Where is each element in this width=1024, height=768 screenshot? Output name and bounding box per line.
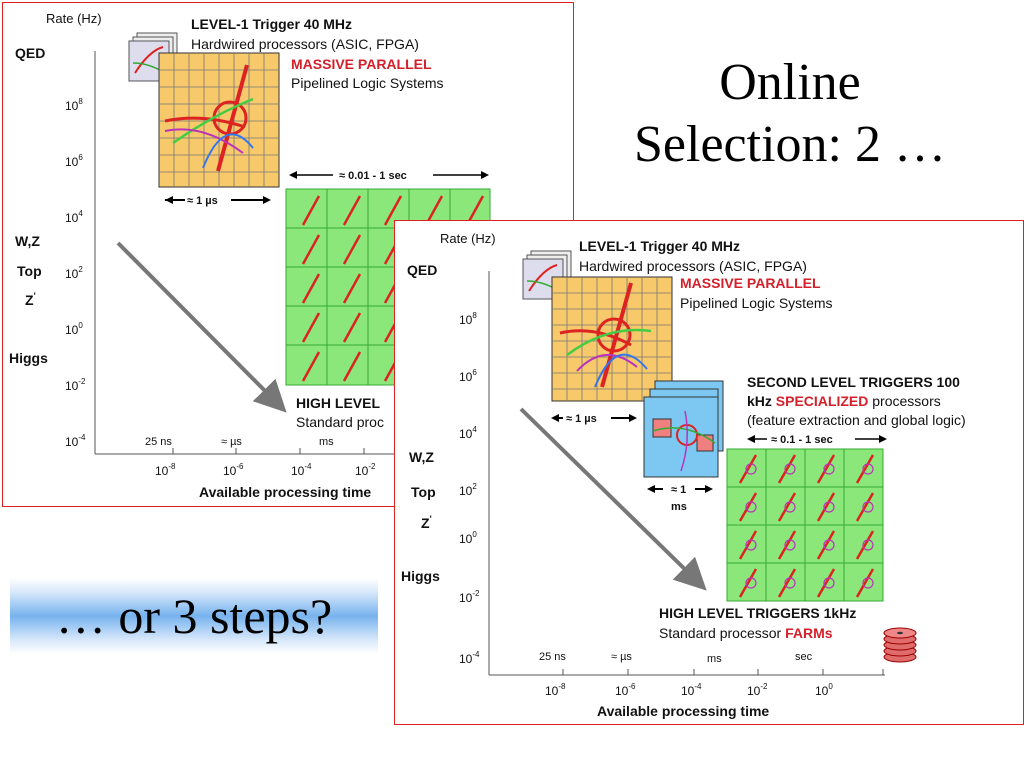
y-tick-label: 108	[65, 97, 83, 113]
slide-title: Online Selection: 2 …	[590, 52, 990, 176]
x-tick-label: 10-4	[291, 462, 312, 478]
x-tick-labels: 10-8 10-6 10-4 10-2 100	[545, 682, 833, 698]
level1-processor-grid	[158, 52, 280, 188]
label-zprime: Z'	[25, 291, 36, 308]
x-tick-label: 10-6	[615, 682, 636, 698]
x-tick-label: 10-2	[355, 462, 376, 478]
svg-text:25 ns: 25 ns	[539, 651, 566, 663]
label-higgs: Higgs	[401, 568, 440, 584]
y-tick-label: 102	[459, 482, 477, 498]
x-axis-label: Available processing time	[597, 703, 769, 719]
y-tick-label: 10-2	[65, 377, 86, 393]
three-step-diagram-svg: Rate (Hz) 108 106 104 102 100 10-2 10-4 …	[401, 231, 966, 719]
level2-description: SECOND LEVEL TRIGGERS 100 kHz SPECIALIZE…	[747, 374, 966, 428]
x-axis-label: Available processing time	[199, 484, 371, 500]
y-tick-label: 10-2	[459, 589, 480, 605]
y-tick-label: 104	[65, 209, 83, 225]
hlt-description: HIGH LEVEL Standard proc	[296, 395, 384, 430]
svg-text:ms: ms	[671, 501, 687, 513]
x-tick-label: 10-8	[155, 462, 176, 478]
svg-text:Pipelined Logic Systems: Pipelined Logic Systems	[680, 295, 833, 311]
x-tick-marks	[172, 448, 365, 454]
y-axis-label: Rate (Hz)	[46, 11, 102, 26]
slide-title-line2: Selection: 2 …	[634, 116, 946, 173]
rate-reduction-arrow	[116, 241, 287, 413]
svg-text:HIGH LEVEL: HIGH LEVEL	[296, 395, 380, 411]
label-higgs: Higgs	[9, 350, 48, 366]
svg-text:Hardwired processors (ASIC, F: Hardwired processors (ASIC, FPGA)	[579, 258, 807, 274]
svg-text:Hardwired processors (ASIC, F: Hardwired processors (ASIC, FPGA)	[191, 36, 419, 52]
svg-text:≈ µs: ≈ µs	[611, 651, 632, 663]
x-tick-label: 10-8	[545, 682, 566, 698]
level2-processor-stack	[643, 380, 724, 478]
svg-text:HIGH LEVEL TRIGGERS 1kHz: HIGH LEVEL TRIGGERS 1kHz	[659, 605, 856, 621]
svg-text:Standard processor FARMs: Standard processor FARMs	[659, 625, 833, 641]
svg-text:≈ µs: ≈ µs	[221, 436, 242, 448]
label-wz: W,Z	[15, 233, 40, 249]
three-step-trigger-diagram: Rate (Hz) 108 106 104 102 100 10-2 10-4 …	[394, 220, 1024, 725]
level1-processor-grid	[551, 276, 673, 402]
x-tick-label: 10-4	[681, 682, 702, 698]
physics-process-labels: QED W,Z Top Z' Higgs	[9, 45, 48, 366]
time-scale-labels: 25 ns ≈ µs ms	[145, 436, 334, 448]
svg-text:ms: ms	[319, 436, 334, 448]
three-steps-question-banner: … or 3 steps?	[10, 578, 378, 654]
y-tick-label: 100	[65, 321, 83, 337]
svg-text:≈ 0.1 - 1 sec: ≈ 0.1 - 1 sec	[771, 434, 833, 446]
slide-title-line1: Online	[719, 54, 861, 111]
y-axis-label: Rate (Hz)	[440, 231, 496, 246]
y-tick-label: 10-4	[459, 650, 480, 666]
svg-text:(feature extraction and global: (feature extraction and global logic)	[747, 412, 966, 428]
level1-description: LEVEL-1 Trigger 40 MHz Hardwired process…	[191, 16, 444, 91]
svg-text:kHz SPECIALIZED processors: kHz SPECIALIZED processors	[747, 393, 941, 409]
x-tick-label: 10-2	[747, 682, 768, 698]
x-tick-label: 100	[815, 682, 833, 698]
svg-text:MASSIVE PARALLEL: MASSIVE PARALLEL	[291, 56, 432, 72]
y-tick-label: 102	[65, 265, 83, 281]
rate-reduction-arrow	[519, 407, 707, 591]
svg-text:≈ 1 µs: ≈ 1 µs	[187, 195, 218, 207]
label-zprime: Z'	[421, 514, 432, 531]
svg-text:sec: sec	[795, 651, 813, 663]
svg-text:≈ 0.01 - 1 sec: ≈ 0.01 - 1 sec	[339, 170, 407, 182]
y-tick-label: 100	[459, 530, 477, 546]
x-tick-label: 10-6	[223, 462, 244, 478]
y-tick-label: 106	[459, 368, 477, 384]
svg-text:≈ 1: ≈ 1	[671, 484, 686, 496]
svg-text:Pipelined Logic Systems: Pipelined Logic Systems	[291, 75, 444, 91]
svg-text:MASSIVE PARALLEL: MASSIVE PARALLEL	[680, 275, 821, 291]
time-scale-labels: 25 ns ≈ µs ms sec	[539, 651, 813, 665]
svg-text:LEVEL-1 Trigger 40 MHz: LEVEL-1 Trigger 40 MHz	[579, 238, 740, 254]
hlt-description: HIGH LEVEL TRIGGERS 1kHz Standard proces…	[659, 605, 856, 641]
level1-time-indicator: ≈ 1 µs	[165, 195, 271, 207]
x-tick-labels: 10-8 10-6 10-4 10-2	[155, 462, 376, 478]
label-qed: QED	[15, 45, 45, 61]
y-tick-labels: 108 106 104 102 100 10-2 10-4	[65, 97, 86, 449]
svg-text:ms: ms	[707, 653, 722, 665]
x-tick-marks	[562, 669, 884, 675]
y-tick-label: 10-4	[65, 433, 86, 449]
farm-time-indicator: ≈ 0.01 - 1 sec	[289, 170, 489, 182]
physics-process-labels: QED W,Z Top Z' Higgs	[401, 262, 440, 584]
level1-time-indicator: ≈ 1 µs	[551, 413, 637, 425]
farm-time-indicator: ≈ 0.1 - 1 sec	[747, 434, 887, 446]
svg-text:25 ns: 25 ns	[145, 436, 172, 448]
y-tick-labels: 108 106 104 102 100 10-2 10-4	[459, 311, 480, 666]
svg-text:Standard proc: Standard proc	[296, 414, 384, 430]
level1-description: LEVEL-1 Trigger 40 MHz Hardwired process…	[579, 238, 833, 311]
label-qed: QED	[407, 262, 437, 278]
y-tick-label: 104	[459, 425, 477, 441]
y-tick-label: 106	[65, 153, 83, 169]
level2-time-indicator: ≈ 1 ms	[647, 484, 713, 513]
y-tick-label: 108	[459, 311, 477, 327]
level1-processor-icon	[128, 32, 178, 82]
svg-text:≈ 1 µs: ≈ 1 µs	[566, 413, 597, 425]
svg-text:SECOND LEVEL TRIGGERS 100: SECOND LEVEL TRIGGERS 100	[747, 374, 960, 390]
svg-text:LEVEL-1 Trigger 40 MHz: LEVEL-1 Trigger 40 MHz	[191, 16, 352, 32]
label-top: Top	[411, 484, 436, 500]
processor-farm-grid	[726, 448, 884, 602]
label-wz: W,Z	[409, 449, 434, 465]
disk-stack-icon	[883, 627, 917, 663]
label-top: Top	[17, 263, 42, 279]
